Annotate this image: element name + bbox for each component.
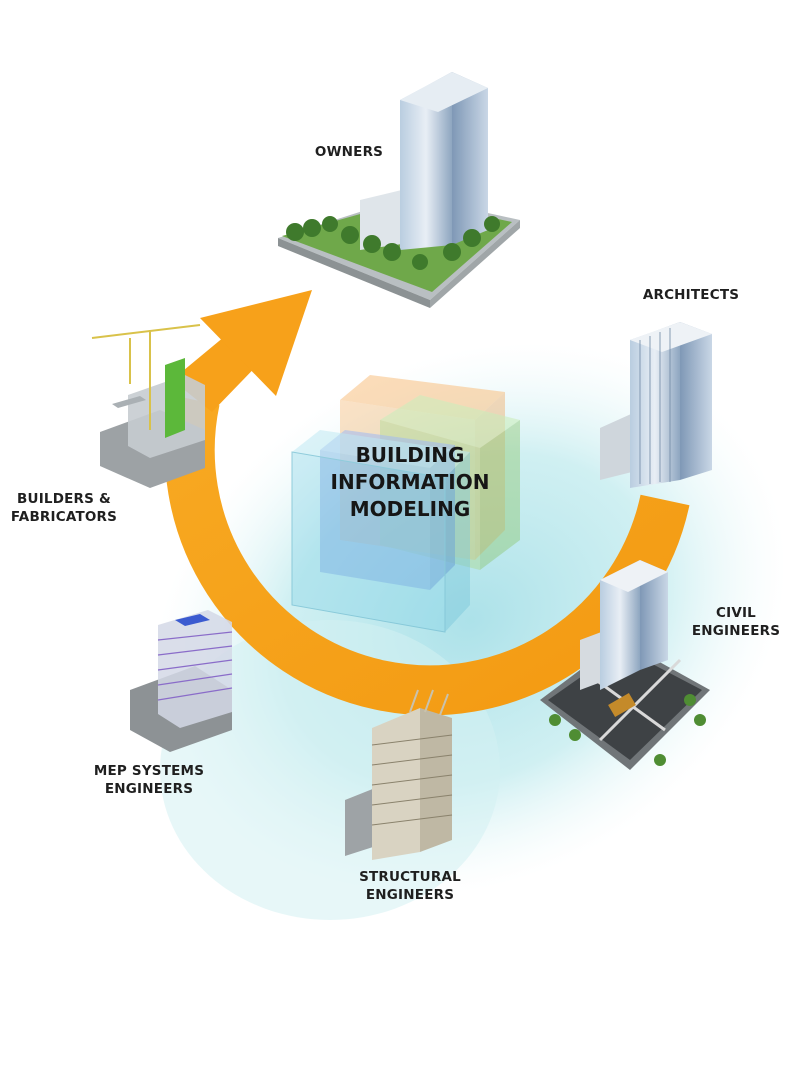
architects-building-illustration (600, 322, 712, 488)
owners-trees (286, 216, 500, 270)
owners-building-illustration (278, 72, 520, 308)
label-builders-fabricators: BUILDERS & FABRICATORS (8, 490, 120, 526)
civil-trees (549, 694, 706, 766)
structural-columns (409, 689, 449, 716)
owners-label-line-1: OWNERS (314, 144, 384, 160)
cube-cyan (291, 430, 470, 633)
architects-window-lines (639, 328, 671, 484)
structural-floor-lines (371, 734, 453, 826)
label-structural-engineers: STRUCTURAL ENGINEERS (348, 868, 472, 904)
label-civil-engineers: CIVIL ENGINEERS (686, 604, 786, 640)
civil-engineers-illustration (540, 560, 710, 770)
architects-label-line-1: ARCHITECTS (642, 287, 740, 303)
bim-center-title: BUILDING INFORMATION MODELING (310, 442, 510, 523)
crane (91, 324, 201, 430)
mep-floor-lines (157, 631, 233, 701)
structural-label-line-2: ENGINEERS (365, 887, 455, 903)
civil-label-line-2: ENGINEERS (691, 623, 781, 639)
label-mep-systems-engineers: MEP SYSTEMS ENGINEERS (84, 762, 214, 798)
mep-label-line-1: MEP SYSTEMS (93, 763, 205, 779)
mep-label-line-2: ENGINEERS (104, 781, 194, 797)
mep-systems-illustration (130, 610, 233, 752)
builders-fabricators-illustration (91, 324, 205, 488)
bim-title-line-3: MODELING (349, 497, 471, 521)
bim-cube-stack (291, 375, 520, 633)
bim-title-line-1: BUILDING (355, 443, 465, 467)
builders-label-line-1: BUILDERS & (17, 491, 111, 507)
civil-label-line-1: CIVIL (715, 605, 756, 621)
label-architects: ARCHITECTS (636, 286, 746, 304)
builders-label-line-2: FABRICATORS (10, 509, 118, 525)
bim-title-line-2: INFORMATION (330, 470, 490, 494)
cycle-arrow-head (200, 290, 312, 396)
structural-engineers-illustration (345, 689, 453, 860)
cube-blue (320, 430, 455, 590)
label-owners: OWNERS (306, 143, 392, 161)
structural-label-line-1: STRUCTURAL (359, 869, 461, 885)
